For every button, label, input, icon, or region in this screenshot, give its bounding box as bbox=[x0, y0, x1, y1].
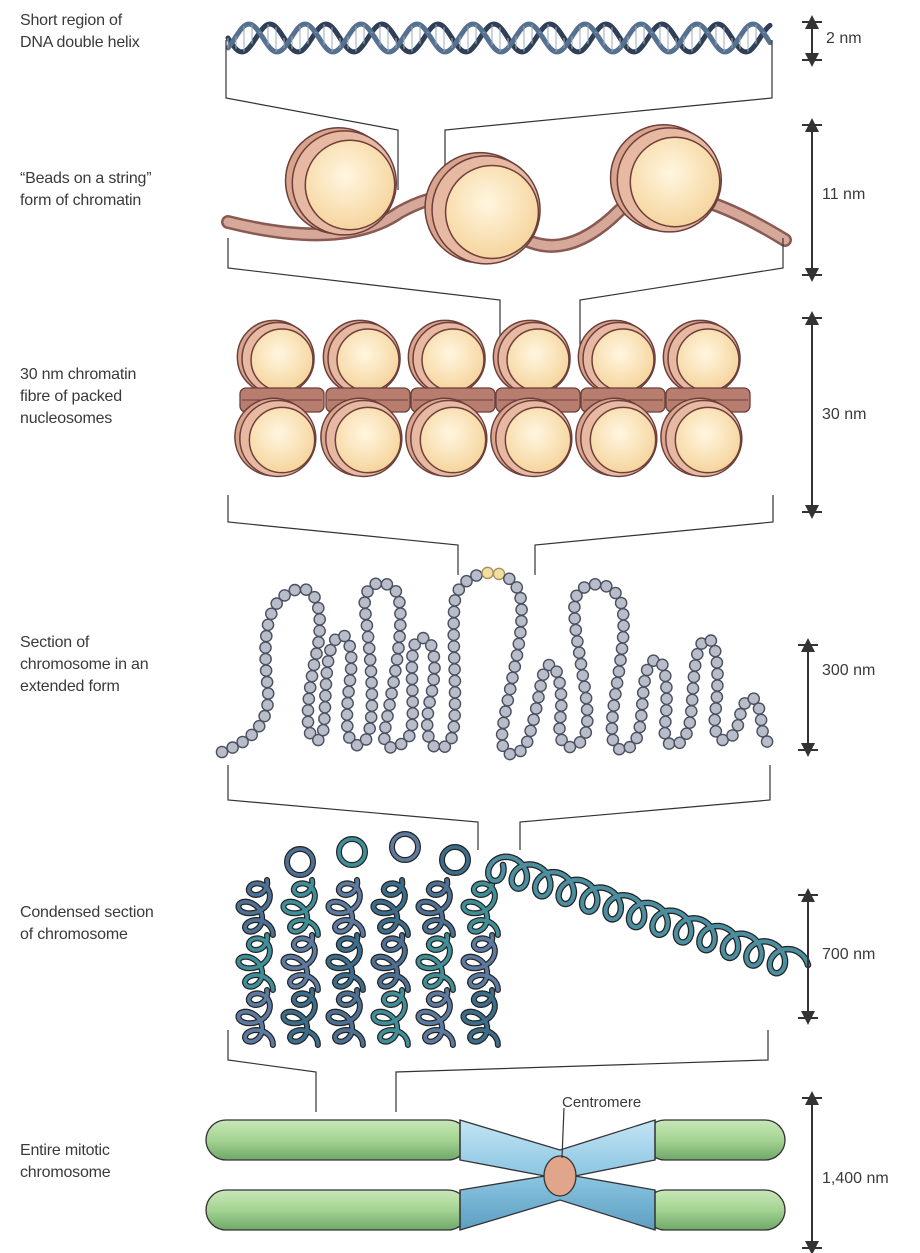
30nm-chromatin-fibre bbox=[235, 320, 750, 476]
fibre-nucleosome-bottom-2 bbox=[321, 398, 402, 476]
fibre-nucleosome-top-2 bbox=[323, 320, 400, 394]
chromatid-arm-bottom-left bbox=[206, 1190, 468, 1230]
nucleosome-2 bbox=[425, 153, 540, 264]
fibre-nucleosome-bottom-1 bbox=[235, 398, 316, 476]
mitotic-chromosome bbox=[206, 1108, 785, 1230]
zoom-connector-fibre-to-extended bbox=[228, 495, 773, 575]
nucleosome-3 bbox=[611, 125, 722, 232]
beads-on-a-string bbox=[228, 125, 785, 264]
scale-label-2nm: 2 nm bbox=[826, 30, 862, 48]
scale-bars bbox=[798, 22, 822, 1248]
label-dna-helix: Short region of DNA double helix bbox=[20, 10, 140, 54]
fibre-nucleosome-bottom-5 bbox=[576, 398, 657, 476]
fibre-nucleosome-bottom-6 bbox=[661, 398, 742, 476]
label-beads-on-string: “Beads on a string” form of chromatin bbox=[20, 168, 151, 212]
centromere-label: Centromere bbox=[562, 1094, 641, 1111]
condensed-chromosome-section bbox=[239, 834, 809, 1045]
fibre-nucleosome-top-6 bbox=[663, 320, 740, 394]
nucleosome-1 bbox=[286, 128, 397, 235]
dna-double-helix bbox=[228, 24, 770, 52]
fibre-nucleosome-top-1 bbox=[237, 320, 314, 394]
fibre-nucleosome-top-3 bbox=[408, 320, 485, 394]
zoom-connector-extended-to-condensed bbox=[228, 765, 770, 850]
scale-label-300nm: 300 nm bbox=[822, 662, 875, 680]
chromatid-arm-top-left bbox=[206, 1120, 468, 1160]
label-condensed-section: Condensed section of chromosome bbox=[20, 902, 154, 946]
extended-chromosome-section bbox=[216, 567, 772, 759]
chromatid-arm-top-right bbox=[645, 1120, 785, 1160]
fibre-nucleosome-top-4 bbox=[493, 320, 570, 394]
label-extended-chromosome: Section of chromosome in an extended for… bbox=[20, 632, 148, 698]
fibre-nucleosome-bottom-3 bbox=[406, 398, 487, 476]
label-mitotic-chromosome: Entire mitotic chromosome bbox=[20, 1140, 110, 1184]
fibre-nucleosome-top-5 bbox=[578, 320, 655, 394]
chromatid-arm-bottom-right bbox=[645, 1190, 785, 1230]
scale-label-11nm: 11 nm bbox=[822, 186, 865, 204]
fibre-nucleosome-bottom-4 bbox=[491, 398, 572, 476]
scale-label-700nm: 700 nm bbox=[822, 946, 875, 964]
centromere bbox=[544, 1156, 576, 1196]
scale-label-30nm: 30 nm bbox=[822, 406, 866, 424]
label-30nm-fibre: 30 nm chromatin fibre of packed nucleoso… bbox=[20, 364, 136, 430]
scale-label-1400nm: 1,400 nm bbox=[822, 1170, 889, 1188]
